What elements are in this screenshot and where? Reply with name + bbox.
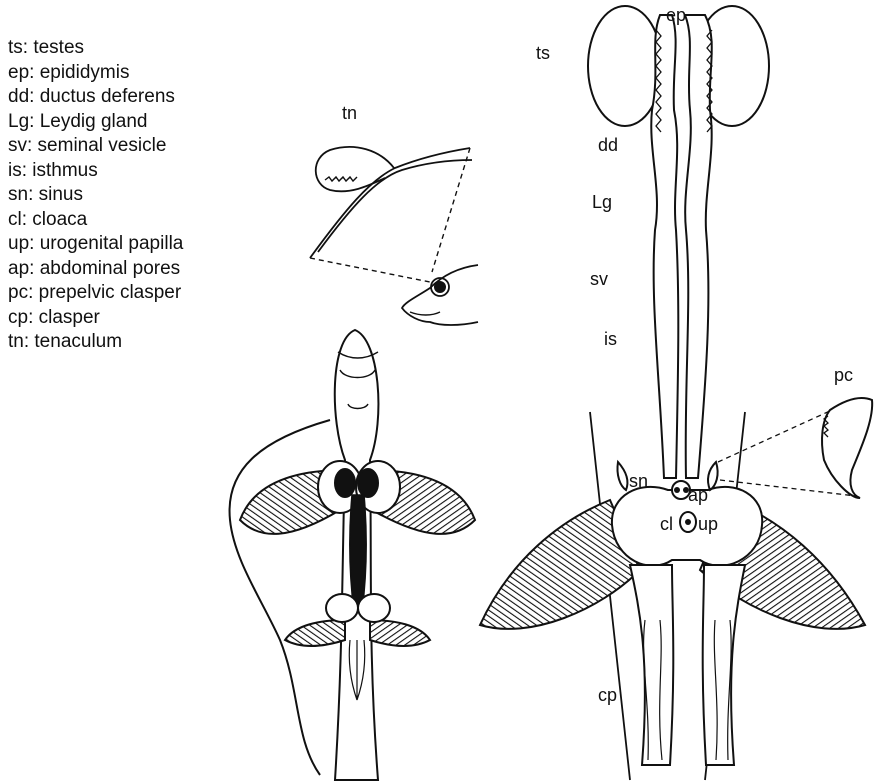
label-ep: ep [666, 6, 686, 24]
label-is: is [604, 330, 617, 348]
testis-left [588, 6, 662, 126]
label-up: up [698, 515, 718, 533]
shark-head-sketch [402, 265, 478, 325]
label-sv: sv [590, 270, 608, 288]
pelvic-fin-left [285, 620, 345, 646]
tenaculum-hook [316, 147, 394, 191]
sinus-right [708, 462, 718, 490]
dissection-view [480, 6, 872, 780]
ventral-body-view [230, 330, 475, 780]
clasper-right [703, 565, 745, 765]
reproductive-tract [350, 495, 366, 612]
label-pc: pc [834, 366, 853, 384]
label-lg: Lg [592, 193, 612, 211]
tenaculum-inset [310, 147, 478, 325]
sinus-left [617, 462, 627, 490]
label-tn: tn [342, 104, 357, 122]
prepelvic-clasper [822, 398, 872, 498]
label-ts: ts [536, 44, 550, 62]
pelvic-fin-right [370, 620, 430, 646]
label-sn: sn [629, 472, 648, 490]
label-ap: ap [688, 486, 708, 504]
clasper-left [630, 565, 673, 765]
label-cl: cl [660, 515, 673, 533]
label-cp: cp [598, 686, 617, 704]
label-dd: dd [598, 136, 618, 154]
duct-left [651, 15, 678, 478]
